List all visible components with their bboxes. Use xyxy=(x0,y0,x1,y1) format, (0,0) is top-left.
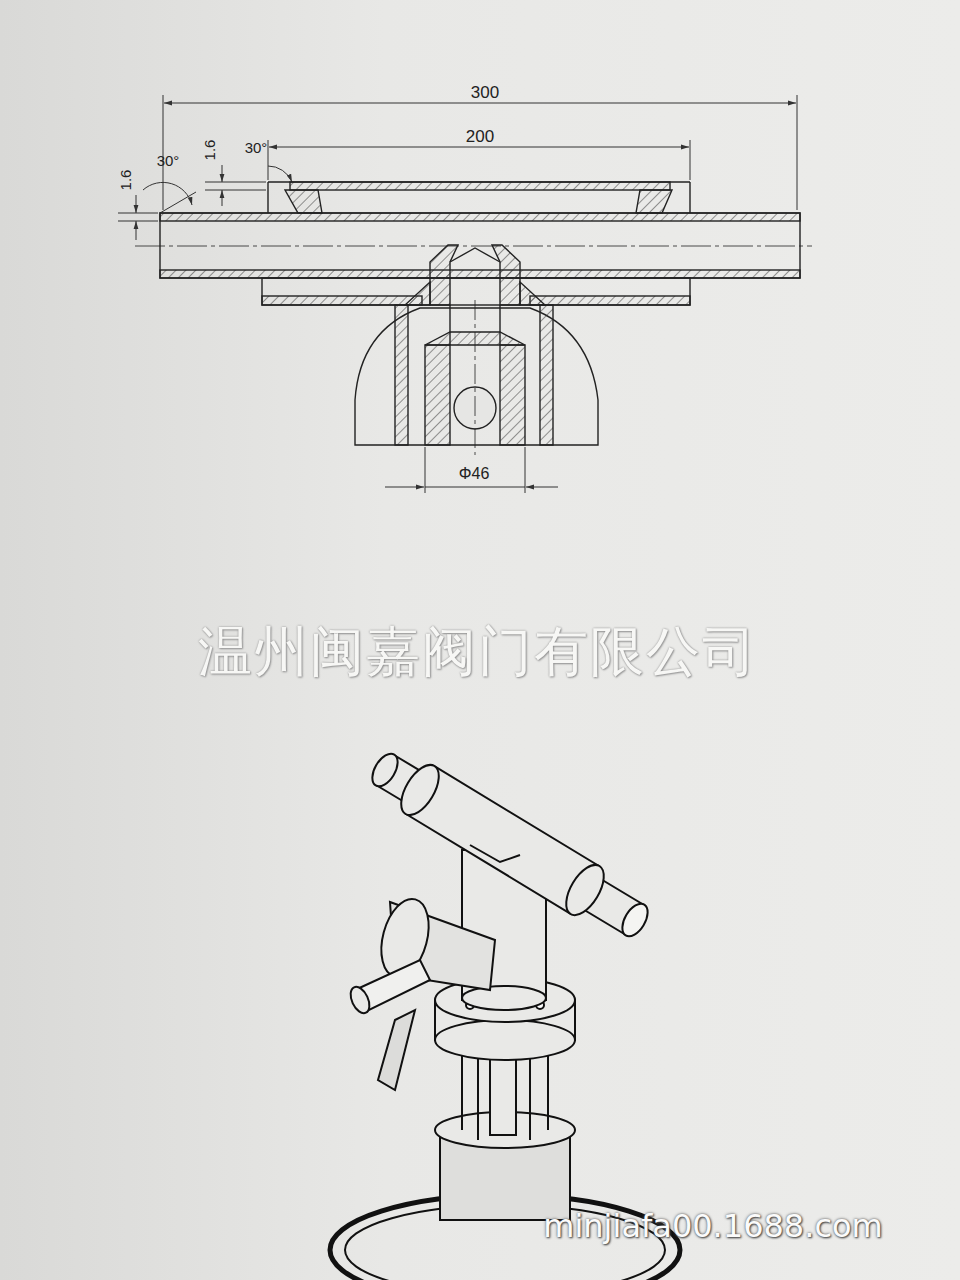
dimension-lines xyxy=(143,182,192,205)
section-view xyxy=(430,245,458,305)
dimension-lines xyxy=(526,487,558,488)
section-view xyxy=(395,305,408,445)
dimension-lines xyxy=(797,95,798,210)
dimension-lines xyxy=(425,487,525,488)
isometric-view xyxy=(394,759,447,821)
dimension-label: 1.6 xyxy=(202,140,217,161)
isometric-view xyxy=(462,986,546,1010)
dimension-lines xyxy=(690,140,691,180)
isometric-view xyxy=(367,749,403,790)
isometric-view xyxy=(435,1020,575,1060)
section-view xyxy=(160,270,800,278)
section-view xyxy=(290,182,670,190)
dimension-lines xyxy=(136,195,137,213)
section-view xyxy=(636,190,672,213)
dimension-lines xyxy=(268,166,292,182)
dimension-label: 300 xyxy=(471,84,499,101)
section-view xyxy=(499,305,500,345)
diameter-label: Φ46 xyxy=(459,466,490,482)
angle-label: 30° xyxy=(157,153,180,168)
section-view xyxy=(689,182,690,213)
dimension-lines xyxy=(525,447,526,493)
angle-label: 30° xyxy=(245,140,268,155)
isometric-view xyxy=(477,1048,479,1140)
isometric-view xyxy=(470,845,520,862)
section-view xyxy=(160,213,800,221)
section-view xyxy=(449,305,450,345)
isometric-view xyxy=(529,1048,531,1140)
isometric-view xyxy=(378,1010,415,1090)
isometric-view xyxy=(376,755,644,935)
section-view xyxy=(285,190,322,213)
dimension-lines xyxy=(425,447,426,493)
dimension-lines xyxy=(118,221,158,222)
section-view xyxy=(268,181,690,182)
dimension-lines xyxy=(268,140,269,180)
dimension-lines xyxy=(118,95,797,493)
section-view xyxy=(530,296,690,305)
dimension-lines xyxy=(136,221,137,240)
isometric-view xyxy=(347,984,373,1016)
dimension-label: 1.6 xyxy=(118,170,133,191)
section-view xyxy=(405,282,430,305)
section-view xyxy=(520,282,545,305)
section-view xyxy=(450,248,500,262)
section-view xyxy=(355,308,598,445)
section-view xyxy=(135,246,812,247)
dimension-lines xyxy=(222,165,223,182)
dimension-lines xyxy=(269,147,689,148)
dimension-lines xyxy=(164,103,796,104)
section-view xyxy=(267,182,268,213)
dimension-label: 200 xyxy=(466,128,494,145)
dimension-lines xyxy=(385,487,424,488)
dimension-lines xyxy=(118,213,158,214)
section-view xyxy=(492,245,520,305)
dimension-lines xyxy=(222,190,223,206)
section-view xyxy=(475,300,476,455)
section-view xyxy=(500,345,525,445)
isometric-view xyxy=(559,859,612,921)
watermark-url: minjiafa00.1688.com xyxy=(543,1210,882,1242)
section-view xyxy=(135,182,812,455)
section-view xyxy=(262,296,422,305)
section-view xyxy=(160,213,800,278)
dimension-lines xyxy=(205,182,266,183)
watermark: 温州闽嘉阀门有限公司 xyxy=(198,625,758,679)
dimension-lines xyxy=(205,190,266,191)
isometric-view xyxy=(617,899,653,940)
isometric-view xyxy=(330,749,680,1280)
dimension-lines xyxy=(160,192,196,213)
section-view xyxy=(540,305,553,445)
section-view xyxy=(425,345,450,445)
section-view xyxy=(262,278,690,305)
